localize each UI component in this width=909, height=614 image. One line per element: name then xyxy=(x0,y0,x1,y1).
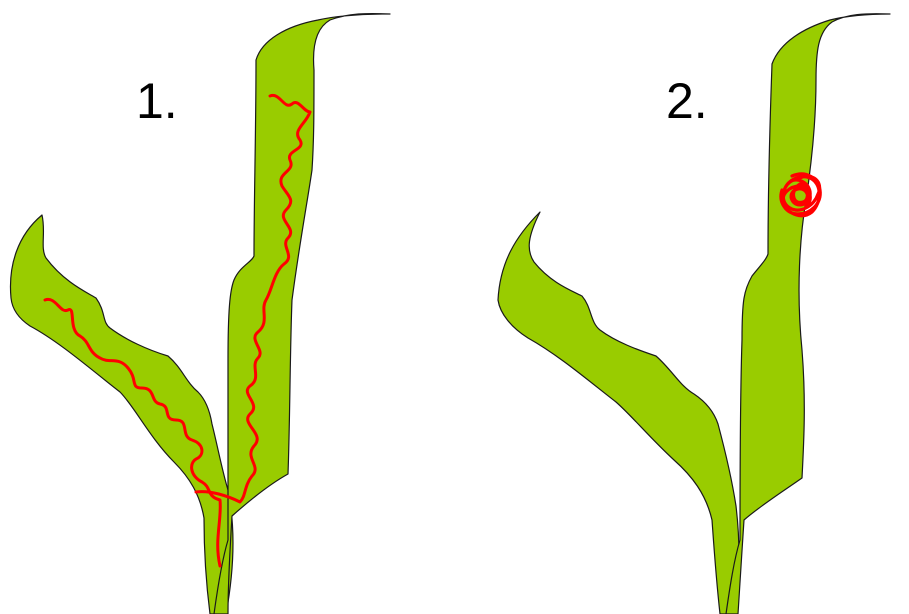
panel-label-1: 1. xyxy=(136,76,178,126)
panel-1-right-leaf xyxy=(214,14,390,614)
panel-1-plant xyxy=(10,14,390,614)
panel-2-left-leaf xyxy=(498,212,739,614)
panel-2-right-leaf xyxy=(726,14,890,614)
panel-1-left-leaf xyxy=(10,215,233,614)
panel-label-2: 2. xyxy=(666,76,708,126)
